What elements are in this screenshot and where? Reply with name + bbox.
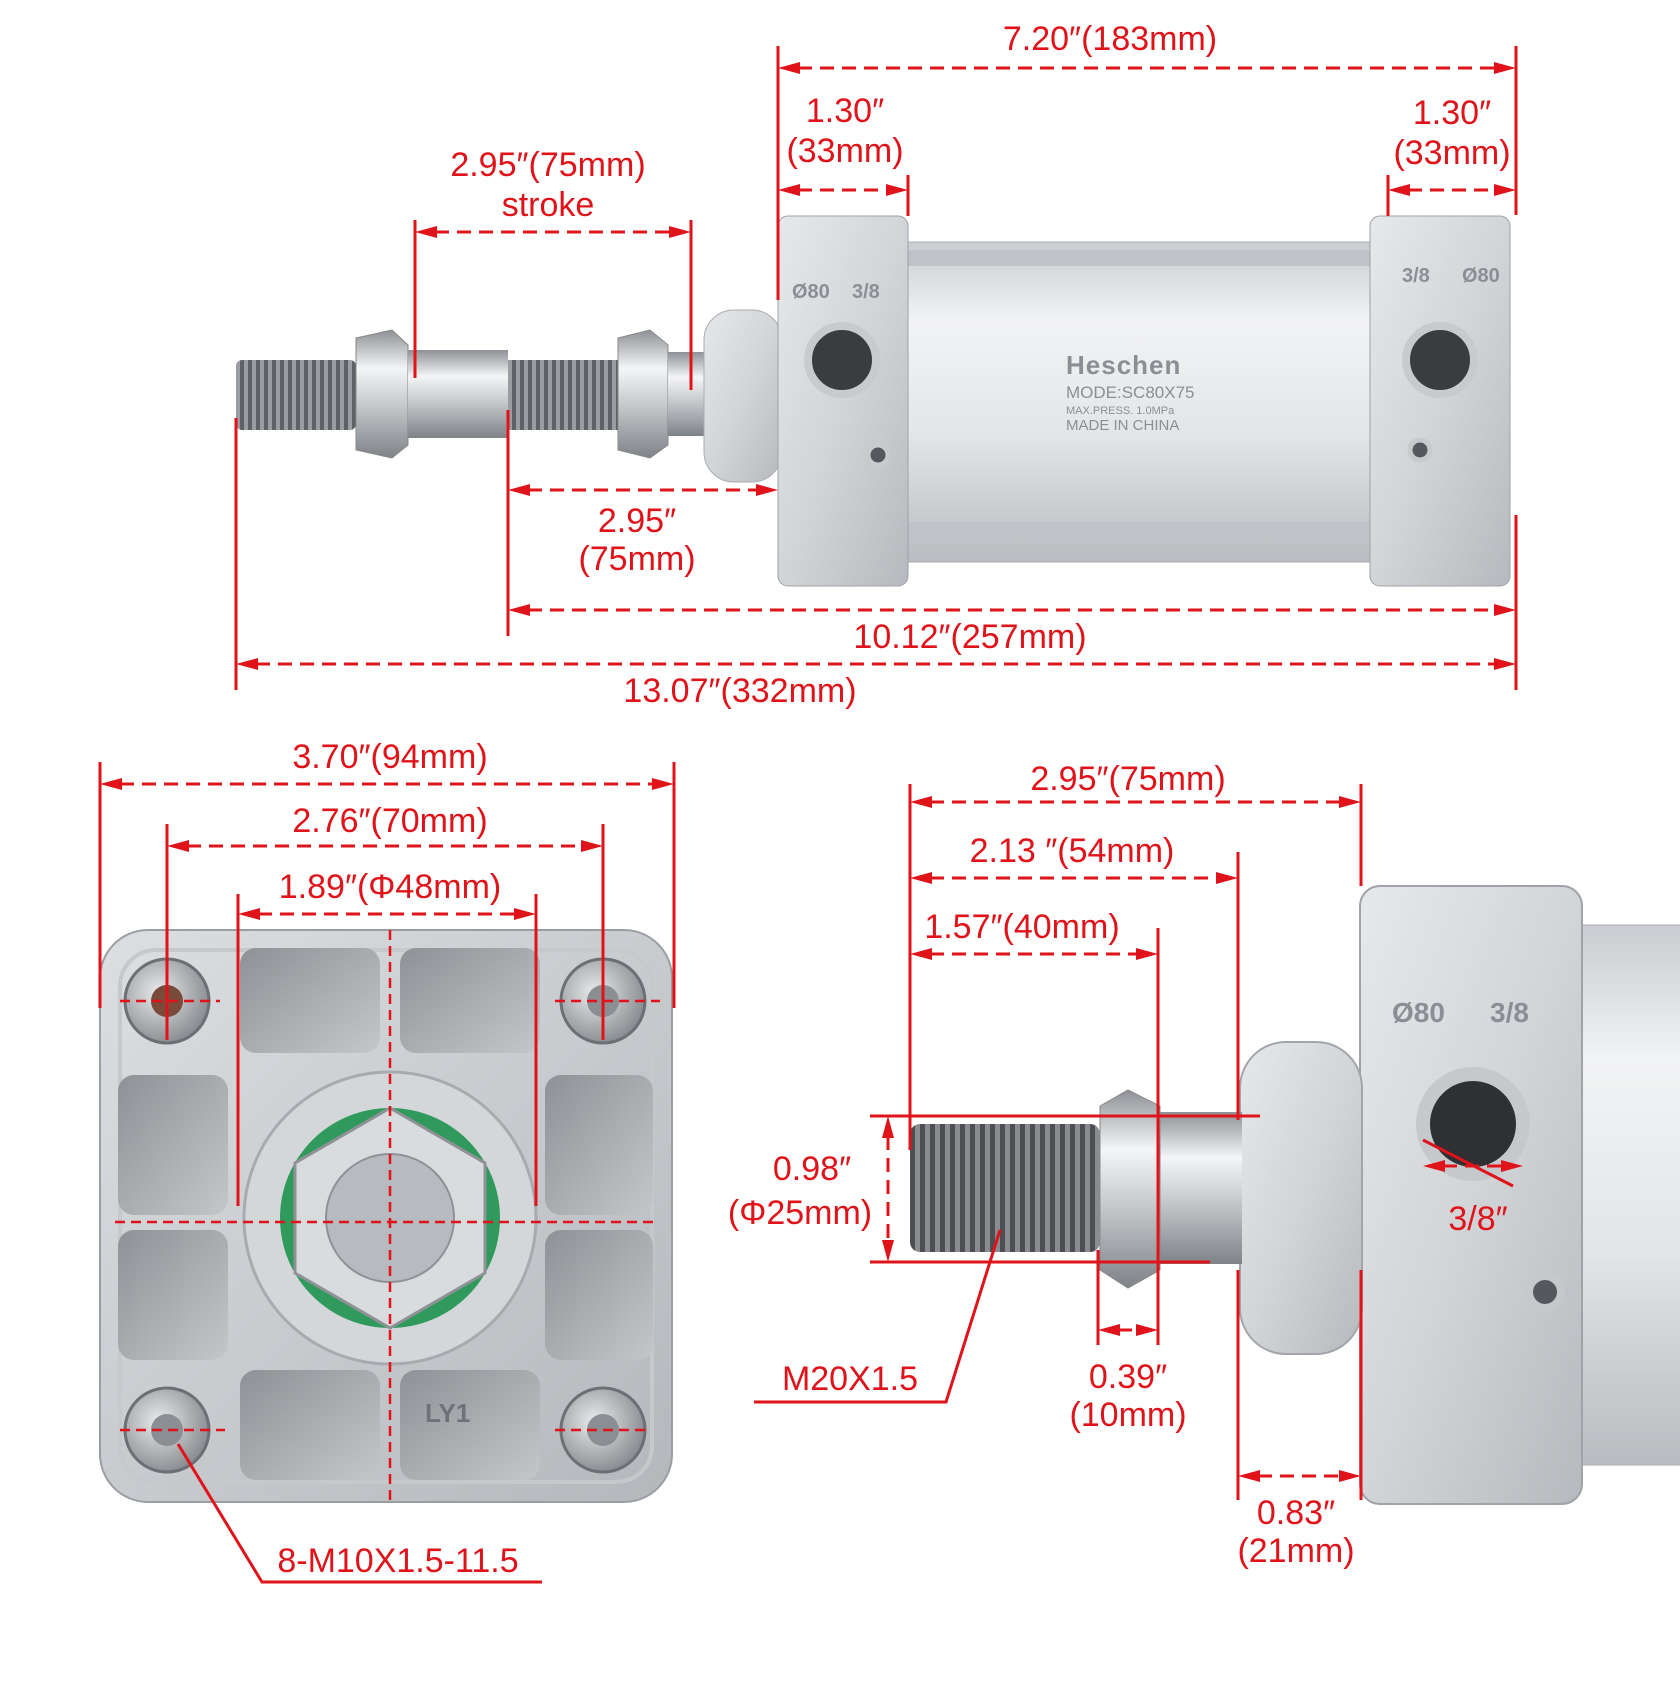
- dim-retracted-length: 10.12″(257mm): [853, 618, 1086, 656]
- rod-neck: [668, 352, 706, 436]
- dim-extended-length: 13.07″(332mm): [623, 672, 856, 710]
- lock-nut: [617, 329, 669, 459]
- dim-width: 3.70″(94mm): [292, 738, 487, 776]
- stamp-port-rear: 3/8: [1402, 265, 1430, 287]
- leader-thread-spec: [754, 1229, 1002, 1404]
- origin-engraving: MADE IN CHINA: [1066, 417, 1179, 434]
- detail-stamp-port: 3/8: [1490, 997, 1529, 1028]
- stamp-bore-rear: Ø80: [1462, 265, 1500, 287]
- port-leader: [1422, 1138, 1514, 1188]
- end-view: LY1 3.70″(94mm) 2.7: [98, 738, 676, 1584]
- bolt-spec: 8-M10X1.5-11.5: [277, 1542, 518, 1580]
- model-engraving: MODE:SC80X75: [1066, 383, 1195, 402]
- rear-end-cap: [1369, 215, 1511, 587]
- brand-engraving: Heschen: [1066, 350, 1181, 380]
- dim-front-cap-in: 1.30″: [806, 92, 884, 130]
- dim-front-cap-mm: (33mm): [786, 132, 903, 170]
- pocket-lb: [118, 1230, 228, 1360]
- detail-port: [1416, 1067, 1530, 1181]
- detail-stamp-bore: Ø80: [1392, 997, 1445, 1028]
- leader-bolt-spec: [176, 1443, 542, 1584]
- side-view: Ø80 3/8 3/8 Ø80 Heschen MODE:SC80X75 MAX…: [234, 20, 1518, 710]
- pressure-engraving: MAX.PRESS. 1.0MPa: [1066, 405, 1175, 417]
- dim-thread-length: 1.57″(40mm): [924, 908, 1119, 946]
- pocket-rt: [545, 1075, 653, 1215]
- dim-rod-ext-mm: (75mm): [578, 540, 695, 578]
- detail-thread: [910, 1124, 1100, 1252]
- dim-stroke-label: stroke: [502, 186, 595, 224]
- pocket-tr: [400, 948, 540, 1053]
- dim-boss-mm: (21mm): [1237, 1532, 1354, 1570]
- detail-cushion-screw: [1525, 1272, 1565, 1312]
- dim-port-size: 3/8″: [1448, 1200, 1507, 1238]
- front-end-cap: [777, 215, 909, 587]
- pocket-tl: [240, 948, 380, 1053]
- pocket-rb: [545, 1230, 653, 1360]
- dim-rod-dia-mm: (Φ25mm): [728, 1194, 872, 1232]
- dim-rear-cap-mm: (33mm): [1393, 134, 1510, 172]
- detail-lock-nut: [1099, 1089, 1161, 1289]
- front-cushion-screw: [865, 442, 891, 468]
- dim-to-nut: 2.13 ″(54mm): [970, 832, 1175, 870]
- dim-bolt-spacing: 2.76″(70mm): [292, 802, 487, 840]
- dim-boss-diameter: 1.89″(Φ48mm): [279, 868, 501, 906]
- detail-rod: [1156, 1112, 1242, 1264]
- front-port: [804, 322, 880, 398]
- piston-rod: [408, 350, 508, 438]
- dim-nut-mm: (10mm): [1069, 1396, 1186, 1434]
- rod-detail-view: Ø80 3/8 2.95″(75mm) 2.13 ″(54mm) 1.57″(4: [728, 760, 1680, 1570]
- tie-rod-bottom: [905, 522, 1375, 538]
- dim-body-length: 7.20″(183mm): [1003, 20, 1217, 58]
- rod-end-nut: [355, 329, 409, 459]
- detail-end-cap: [1359, 885, 1583, 1505]
- stamp-bore-front: Ø80: [792, 281, 830, 303]
- dim-boss-in: 0.83″: [1257, 1494, 1335, 1532]
- face-mark: LY1: [425, 1398, 470, 1428]
- pocket-bl: [240, 1370, 380, 1480]
- dim-rod-total: 2.95″(75mm): [1030, 760, 1225, 798]
- thread-spec: M20X1.5: [782, 1360, 918, 1398]
- rod-end-thread: [236, 360, 356, 430]
- rear-cushion-screw: [1407, 437, 1433, 463]
- cylinder-barrel: [904, 241, 1376, 563]
- front-boss: [703, 309, 783, 483]
- dim-nut-in: 0.39″: [1089, 1358, 1167, 1396]
- stamp-port-front: 3/8: [852, 281, 880, 303]
- detail-front-boss: [1239, 1041, 1363, 1355]
- pocket-br: [400, 1370, 540, 1480]
- rear-port: [1402, 322, 1478, 398]
- rod-thread: [508, 360, 618, 430]
- tie-rod-top: [905, 250, 1375, 266]
- dim-rear-cap-in: 1.30″: [1413, 94, 1491, 132]
- dim-rod-dia-in: 0.98″: [773, 1150, 851, 1188]
- pocket-lt: [118, 1075, 228, 1215]
- dim-stroke-value: 2.95″(75mm): [450, 146, 645, 184]
- dim-rod-ext-in: 2.95″: [598, 502, 676, 540]
